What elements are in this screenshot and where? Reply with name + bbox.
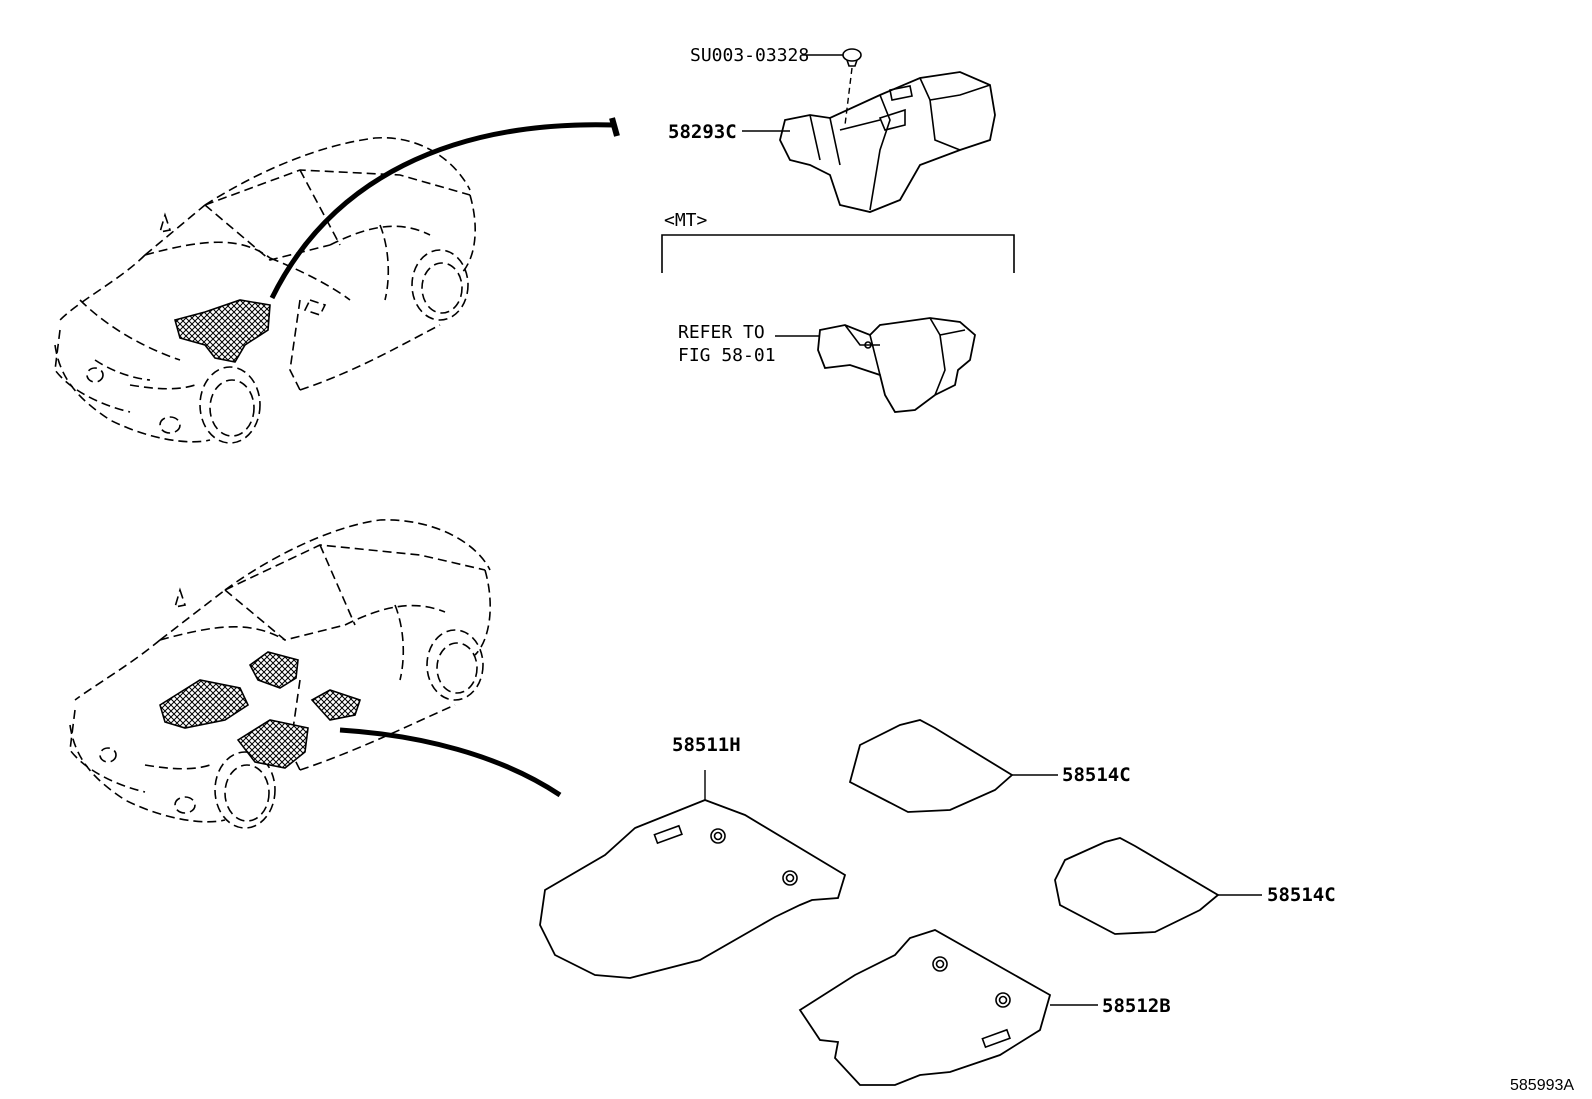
refer-label-line1: REFER TO bbox=[678, 322, 765, 343]
mat-highlight-4 bbox=[236, 719, 309, 769]
variant-bracket bbox=[661, 234, 1015, 273]
rear-mat-lower-label: 58514C bbox=[1267, 884, 1336, 906]
variant-tag: <MT> bbox=[664, 210, 708, 231]
mat-highlight-1 bbox=[248, 651, 299, 689]
rear-mat-lower bbox=[1054, 837, 1220, 935]
clip-part bbox=[842, 48, 862, 62]
silencer-highlight-top bbox=[174, 299, 271, 363]
rear-mat-upper bbox=[848, 719, 1014, 813]
rear-mat-upper-label: 58514C bbox=[1062, 764, 1131, 786]
silencer-mt-part bbox=[817, 317, 976, 413]
front-mat-right bbox=[798, 929, 1052, 1086]
figure-id: 585993A bbox=[1510, 1077, 1574, 1094]
pointer-arc-top bbox=[269, 122, 616, 300]
front-mat-right-label: 58512B bbox=[1102, 995, 1171, 1017]
mat-highlight-2 bbox=[159, 679, 250, 729]
car-illustration-bottom bbox=[69, 519, 491, 829]
silencer-label: 58293C bbox=[668, 121, 737, 143]
front-mat-left bbox=[539, 799, 847, 979]
silencer-part bbox=[779, 71, 996, 213]
mat-highlight-3 bbox=[310, 689, 362, 721]
clip-label: SU003-03328 bbox=[690, 45, 809, 66]
pointer-arc-bottom bbox=[339, 727, 562, 798]
front-mat-left-label: 58511H bbox=[672, 734, 741, 756]
refer-label-line2: FIG 58-01 bbox=[678, 345, 776, 366]
car-illustration-top bbox=[54, 137, 476, 444]
